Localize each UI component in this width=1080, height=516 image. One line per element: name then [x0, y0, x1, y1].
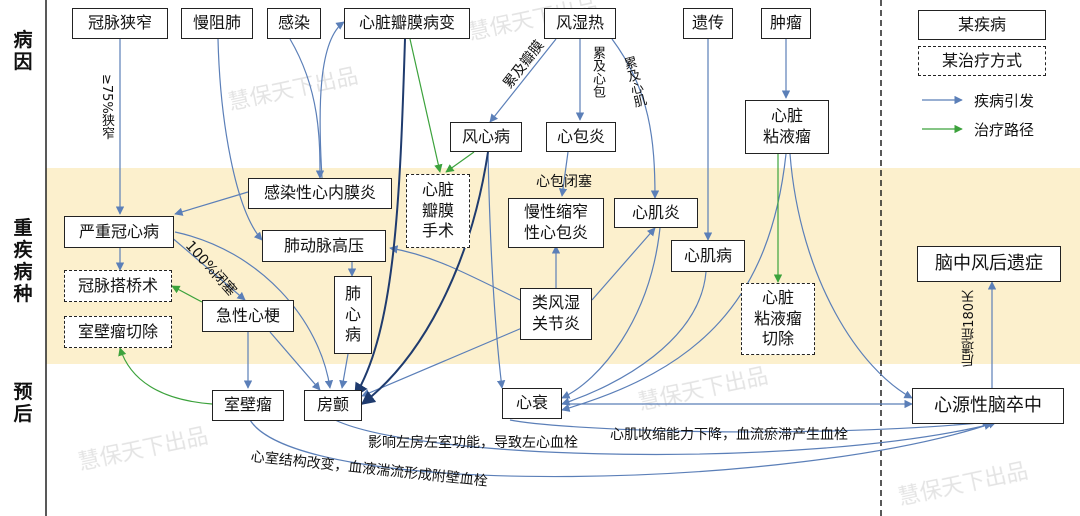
node-tumor: 肿瘤: [761, 8, 811, 39]
edge-myxoma-hf: [561, 153, 787, 412]
watermark: 慧保天下出品: [76, 424, 210, 476]
edge-peri-cp: [558, 151, 569, 197]
edge-ami-af: [269, 331, 321, 391]
node-cor-pulmonale: 肺 心 病: [334, 276, 372, 354]
legend-disease-box: 某疾病: [918, 10, 1046, 40]
edge-rheum-myo: [611, 38, 660, 199]
node-pulmonary-hypertension: 肺动脉高压: [262, 230, 386, 262]
edge-ie-severe: [174, 191, 249, 216]
edge-infect-ie: [289, 38, 325, 179]
edge-aneurysm-surg: [118, 347, 213, 405]
node-acute-mi: 急性心梗: [202, 300, 294, 332]
edge-rhd-af: [360, 151, 489, 405]
edge-severe-af: [174, 231, 334, 389]
node-copd: 慢阻肺: [181, 8, 253, 39]
node-heart-failure: 心衰: [502, 388, 562, 419]
node-coronary-bypass: 冠脉搭桥术: [64, 270, 172, 302]
edge-myo-hf: [561, 227, 661, 399]
edge-cm-hf: [561, 271, 707, 406]
node-coronary-stenosis: 冠脉狭窄: [72, 8, 168, 39]
legend-treatment-box: 某治疗方式: [918, 46, 1046, 76]
edge-ra-af: [361, 327, 523, 397]
node-rheumatic-fever: 风湿热: [544, 8, 616, 39]
label-af-to-stroke: 影响左房左室功能，导致左心血栓: [368, 435, 578, 451]
edge-rhd-hf: [487, 151, 506, 389]
legend-therapy-label: 治疗路径: [974, 121, 1035, 139]
node-constrictive-pericarditis: 慢性缩窄 性心包炎: [508, 198, 604, 248]
node-pericarditis: 心包炎: [546, 122, 616, 152]
row-header-causes: 病 因: [13, 29, 33, 73]
label-involve-pericardium: 累及心包: [590, 46, 605, 98]
legend-cause-label: 疾病引发: [974, 92, 1035, 110]
edge-valve-valvesurg: [409, 38, 443, 173]
label-stenosis-75: ≥75%狭窄: [99, 74, 114, 140]
edge-ie-valve: [319, 21, 345, 179]
node-rheumatic-heart-disease: 风心病: [450, 122, 522, 152]
edge-rhd-valvesurg: [445, 151, 475, 173]
watermark: 慧保天下出品: [226, 64, 360, 116]
edge-severe-ami: [169, 235, 246, 301]
node-cardiac-myxoma: 心脏 粘液瘤: [745, 100, 829, 154]
edge-af-stroke: [334, 419, 993, 456]
node-cardiomyopathy: 心肌病: [671, 240, 745, 272]
node-valve-disease: 心脏瓣膜病变: [344, 8, 470, 39]
node-valve-surgery: 心脏 瓣膜 手术: [406, 174, 470, 248]
label-sequela-180-days: 后遗症180天: [962, 290, 977, 367]
row-header-prognosis: 预 后: [13, 381, 33, 425]
node-infection: 感染: [267, 8, 321, 39]
node-genetics: 遗传: [683, 8, 733, 39]
node-atrial-fibrillation: 房颤: [304, 390, 362, 421]
watermark: 慧保天下出品: [896, 459, 1030, 511]
edge-ami-cabg: [171, 285, 203, 303]
edge-copd-ph: [217, 38, 263, 241]
node-rheumatoid-arthritis: 类风湿 关节炎: [520, 288, 592, 340]
edge-cor-af: [339, 353, 349, 389]
edge-ra-myo: [591, 227, 656, 301]
node-ventricular-aneurysm: 室壁瘤: [212, 390, 284, 421]
edge-valve-af: [354, 38, 406, 398]
node-myocarditis: 心肌炎: [614, 198, 698, 228]
edge-myxoma-stroke: [789, 153, 913, 399]
edge-an-stroke: [249, 419, 997, 478]
row-header-critical-illness: 重 疾 病 种: [13, 217, 33, 305]
node-myxoma-resection: 心脏 粘液瘤 切除: [741, 283, 815, 355]
edge-rheum-rhd: [489, 38, 557, 123]
node-stroke-sequela: 脑中风后遗症: [917, 246, 1061, 282]
edge-hf-stroke: [509, 418, 991, 433]
node-aneurysm-resection: 室壁瘤切除: [64, 316, 172, 348]
edge-ra-ph: [389, 245, 521, 301]
node-cardiogenic-stroke: 心源性脑卒中: [912, 388, 1064, 424]
node-severe-coronary-disease: 严重冠心病: [64, 216, 174, 248]
node-infective-endocarditis: 感染性心内膜炎: [248, 178, 392, 209]
label-pericardial-occlusion: 心包闭塞: [536, 174, 592, 190]
label-hf-to-stroke: 心肌收缩能力下降，血流瘀滞产生血栓: [610, 427, 848, 443]
